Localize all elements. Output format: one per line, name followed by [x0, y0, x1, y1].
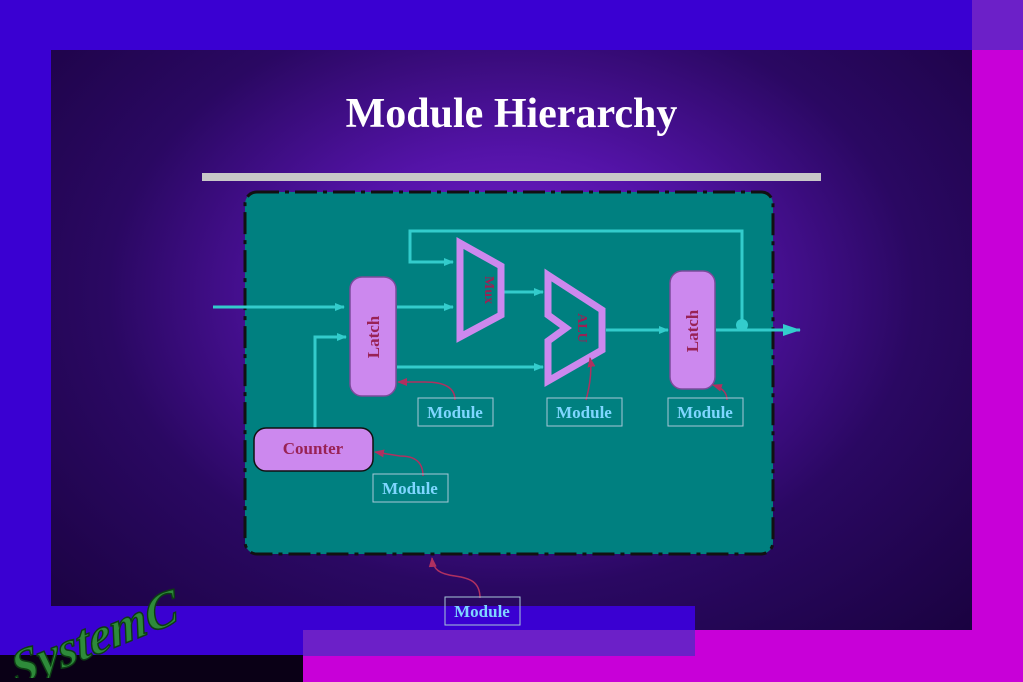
top-right-corner [972, 0, 1023, 50]
module-label-text: Module [454, 602, 510, 621]
junction-dot [736, 319, 748, 331]
counter-block [253, 427, 374, 472]
latch-left-label: Latch [364, 315, 383, 358]
module-label-outer: Module [444, 596, 521, 626]
counter-to-latch-wire [313, 333, 347, 428]
bottom-purple-stripe [303, 630, 695, 656]
module-label-counter: Module [372, 473, 449, 503]
module-label-text: Module [677, 403, 733, 422]
module-label-text: Module [556, 403, 612, 422]
module-label-text: Module [427, 403, 483, 422]
wires [213, 229, 801, 428]
latch-left-block [349, 276, 397, 397]
feedback-wire [408, 229, 744, 325]
systemc-logo: SystemC [10, 578, 180, 678]
mux-label: Mux [481, 276, 496, 304]
right-band [972, 50, 1023, 682]
mux-block [456, 237, 505, 343]
module-label-latch-left: Module [417, 397, 494, 427]
callout-arrows [374, 357, 728, 599]
module-label-text: Module [382, 479, 438, 498]
latch-right-block [669, 270, 716, 390]
module-label-alu: Module [546, 397, 623, 427]
alu-block [544, 268, 606, 388]
systemc-logo-text: SystemC [10, 578, 180, 678]
top-band [0, 0, 1023, 50]
module-label-latch-right: Module [667, 397, 744, 427]
slide-title: Module Hierarchy [345, 91, 678, 137]
bottom-dark-band [0, 655, 303, 682]
counter-label: Counter [283, 439, 344, 458]
bottom-blue-stripe [51, 606, 695, 630]
title-rule [202, 173, 821, 181]
alu-label: ALU [574, 313, 589, 343]
latch-right-label: Latch [683, 309, 702, 352]
